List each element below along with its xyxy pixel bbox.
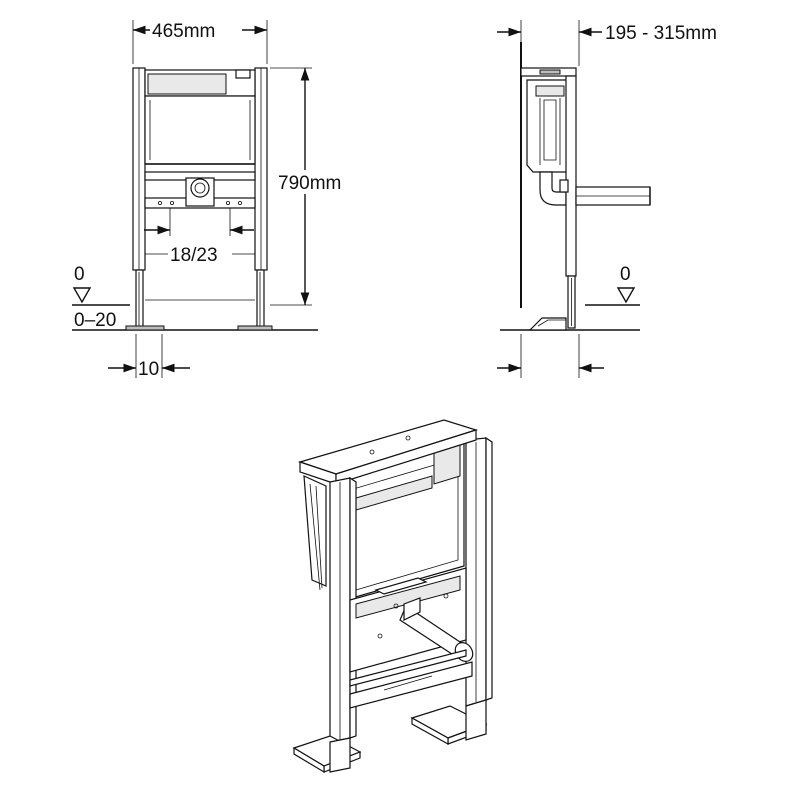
front-right-foot-plate	[237, 325, 273, 331]
front-level-label: 0	[74, 264, 85, 285]
iso-lower-rail	[349, 661, 473, 709]
spacing-dimension-label: 18/23	[170, 245, 218, 266]
side-foot-plate	[528, 317, 567, 331]
side-level-icon	[616, 287, 636, 304]
front-left-foot-tube	[135, 269, 144, 329]
front-view: 465mm 790mm 18/23 0 0–20 10	[72, 18, 350, 380]
front-drain-outlet	[190, 178, 210, 198]
isometric-view	[292, 419, 493, 774]
iso-side-panel	[303, 475, 327, 587]
front-level-icon	[72, 287, 92, 304]
side-view: 195 - 315mm 0	[497, 20, 717, 378]
front-adjust-label: 0–20	[74, 310, 116, 331]
side-level-label: 0	[620, 264, 631, 285]
front-cistern-body	[144, 95, 256, 165]
foot-dimension-label: 10	[138, 359, 159, 380]
depth-dimension-label: 195 - 315mm	[605, 23, 717, 44]
side-post	[565, 75, 577, 277]
front-right-foot-tube	[256, 269, 265, 329]
front-cistern-cover	[147, 73, 227, 95]
width-dimension-label: 465mm	[152, 21, 215, 42]
front-left-foot-plate	[125, 325, 165, 331]
height-dimension-label: 790mm	[278, 173, 341, 194]
